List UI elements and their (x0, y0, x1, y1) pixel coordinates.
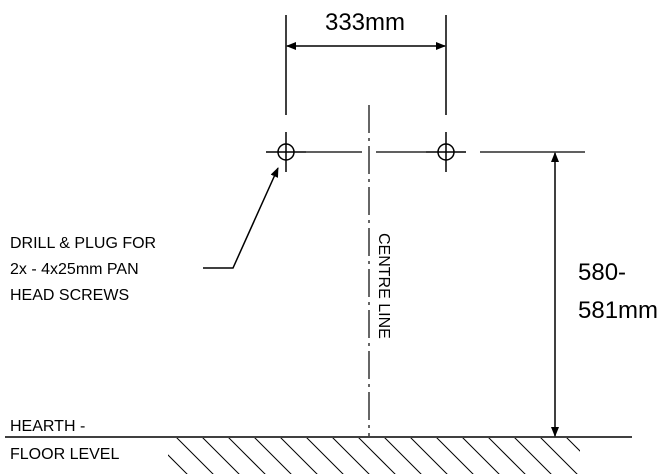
hatch-line (202, 438, 240, 474)
height-dimension-label-line1: 580- (578, 259, 626, 286)
width-dimension-label: 333mm (325, 9, 405, 36)
hatch-line (254, 438, 292, 474)
centre-line-label: CENTRE LINE (375, 233, 392, 339)
right-screw-hole (426, 132, 466, 172)
drill-note-line1: DRILL & PLUG FOR (10, 235, 156, 252)
hatch-line (540, 438, 578, 474)
drill-note-line3: HEAD SCREWS (10, 287, 129, 304)
hatch-line (332, 438, 370, 474)
hatch-line (280, 438, 318, 474)
hatch-line (358, 438, 396, 474)
hatch-line (384, 438, 422, 474)
width-extension-lines (285, 15, 447, 115)
drill-note-leader (203, 167, 279, 269)
hatch-line (176, 438, 214, 474)
hatch-line (228, 438, 266, 474)
floor-hatching (168, 437, 632, 474)
hatch-line (410, 438, 448, 474)
hatch-line (592, 437, 632, 474)
floor-label-line2: FLOOR LEVEL (10, 446, 119, 463)
left-screw-hole (266, 132, 306, 172)
hatch-line (306, 438, 344, 474)
hatch-line (462, 438, 500, 474)
hatch-line (488, 438, 526, 474)
hatch-line (168, 454, 188, 474)
height-dimension-label-line2: 581mm (578, 297, 658, 324)
hatch-line (436, 438, 474, 474)
drill-note-line2: 2x - 4x25mm PAN (10, 261, 139, 278)
floor-label-line1: HEARTH - (10, 418, 85, 435)
hatch-line (566, 438, 580, 452)
hatch-line (514, 438, 552, 474)
